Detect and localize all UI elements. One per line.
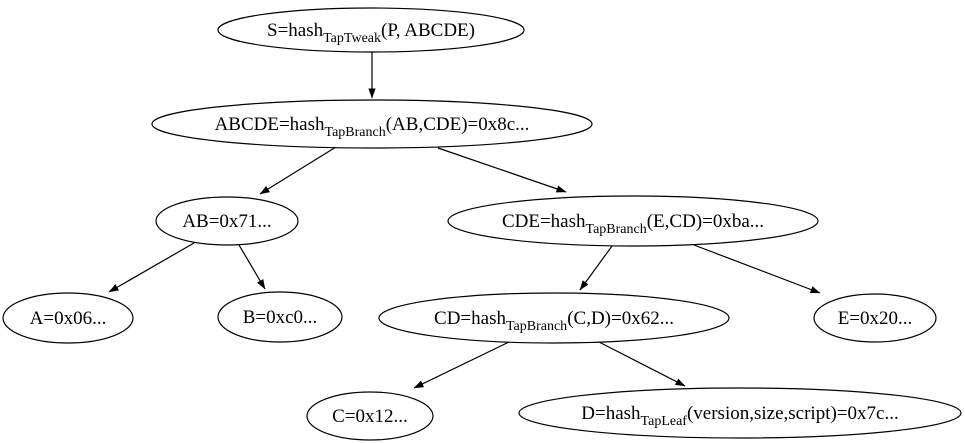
node-c-ellipse bbox=[306, 391, 434, 441]
node-a-ellipse bbox=[2, 292, 134, 344]
node-e-ellipse bbox=[813, 293, 937, 343]
node-abcde: ABCDE=hashTapBranch(AB,CDE)=0x8c... bbox=[151, 99, 593, 149]
edge-cd-d bbox=[598, 341, 686, 387]
node-b: B=0xc0... bbox=[217, 291, 343, 343]
node-cde: CDE=hashTapBranch(E,CD)=0xba... bbox=[447, 195, 819, 247]
node-s-ellipse bbox=[217, 7, 525, 53]
edge-ab-b bbox=[238, 244, 266, 290]
node-c-label: C=0x12... bbox=[332, 406, 408, 427]
node-e-label: E=0x20... bbox=[838, 308, 913, 329]
node-e: E=0x20... bbox=[813, 293, 937, 343]
node-d: D=hashTapLeaf(version,size,script)=0x7c.… bbox=[518, 387, 962, 439]
node-b-label: B=0xc0... bbox=[243, 307, 318, 328]
node-cd-label: CD=hashTapBranch(C,D)=0x62... bbox=[434, 308, 674, 334]
node-cd: CD=hashTapBranch(C,D)=0x62... bbox=[378, 292, 730, 344]
node-cd-ellipse bbox=[378, 292, 730, 344]
node-ab-ellipse bbox=[155, 196, 299, 246]
node-d-label: D=hashTapLeaf(version,size,script)=0x7c.… bbox=[581, 403, 898, 429]
node-ab: AB=0x71... bbox=[155, 196, 299, 246]
node-s-label: S=hashTapTweak(P, ABCDE) bbox=[267, 20, 475, 46]
node-s: S=hashTapTweak(P, ABCDE) bbox=[217, 7, 525, 53]
node-d-ellipse bbox=[518, 387, 962, 439]
edge-cd-c bbox=[413, 341, 510, 389]
edge-cde-e bbox=[693, 244, 821, 294]
edge-abcde-ab bbox=[259, 146, 337, 195]
node-abcde-label: ABCDE=hashTapBranch(AB,CDE)=0x8c... bbox=[215, 114, 530, 140]
node-b-ellipse bbox=[217, 291, 343, 343]
edge-abcde-cde bbox=[437, 147, 567, 193]
edge-cde-cd bbox=[579, 245, 613, 291]
edge-ab-a bbox=[108, 242, 195, 293]
node-ab-label: AB=0x71... bbox=[182, 211, 271, 232]
node-cde-label: CDE=hashTapBranch(E,CD)=0xba... bbox=[502, 211, 764, 237]
node-c: C=0x12... bbox=[306, 391, 434, 441]
edges bbox=[108, 52, 821, 389]
node-a-label: A=0x06... bbox=[30, 308, 107, 329]
node-abcde-ellipse bbox=[151, 99, 593, 149]
node-cde-ellipse bbox=[447, 195, 819, 247]
node-a: A=0x06... bbox=[2, 292, 134, 344]
